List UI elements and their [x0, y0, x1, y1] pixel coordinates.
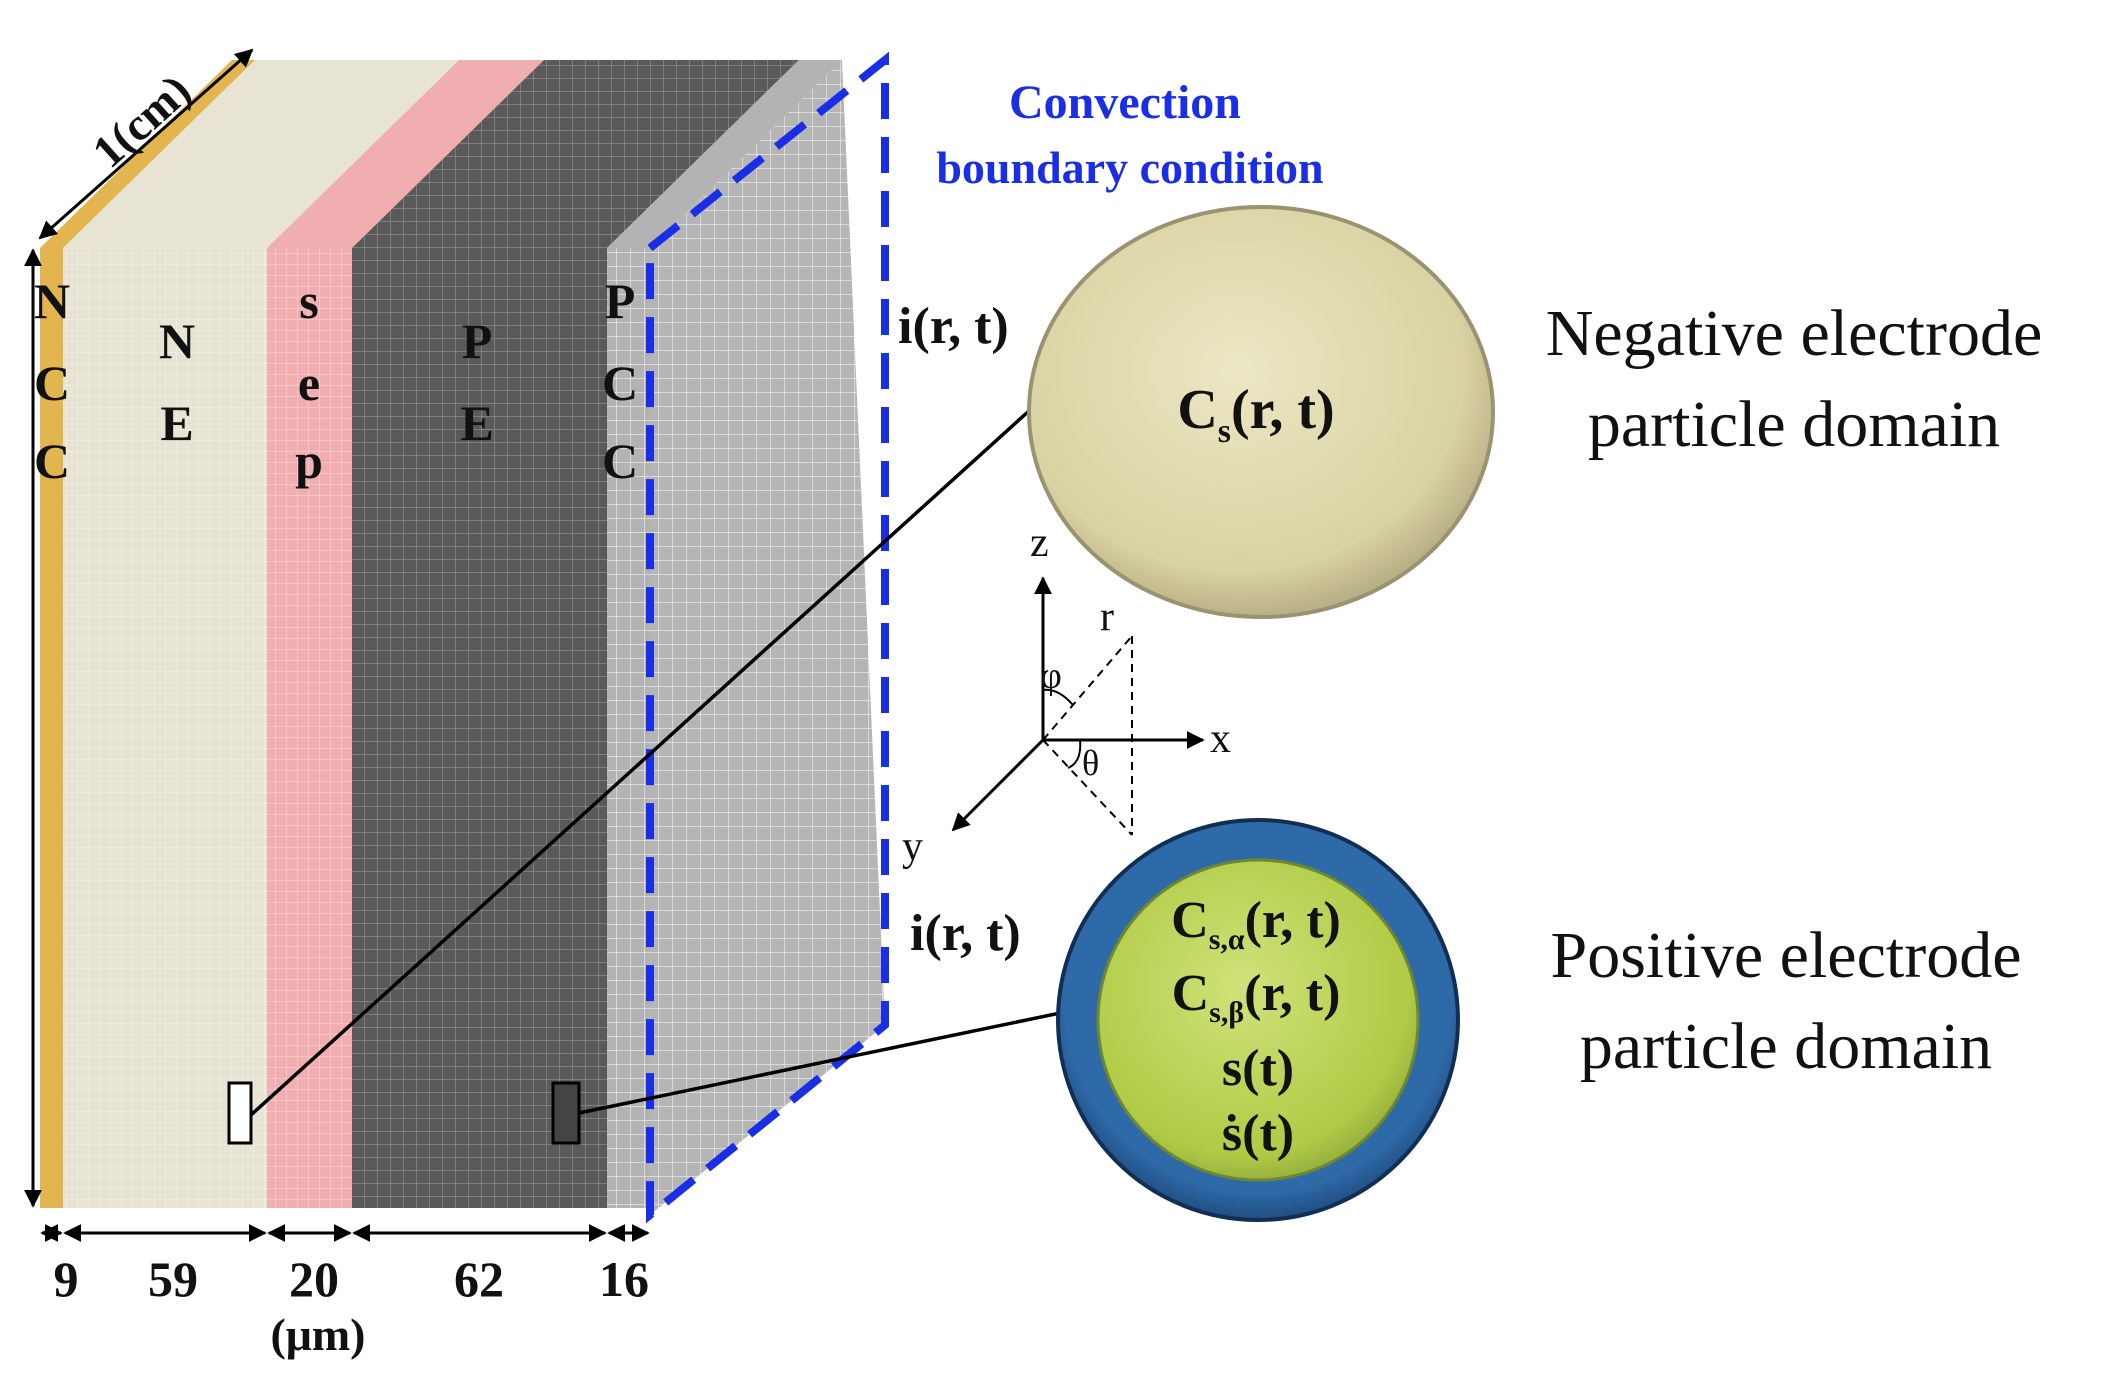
layer-pe-grid	[352, 248, 607, 1208]
thickness-sep: 20	[289, 1251, 339, 1307]
radius-projection-floor	[1042, 739, 1133, 836]
top-sep	[267, 60, 544, 248]
layer-sep-grid	[267, 248, 352, 1208]
c-alpha-main: C	[1171, 892, 1209, 949]
coordinate-system	[951, 576, 1205, 836]
axis-r-label: r	[1100, 594, 1114, 640]
thickness-unit: (μm)	[270, 1309, 365, 1360]
negative-particle	[1027, 205, 1495, 619]
label-sep-3: p	[295, 433, 323, 489]
layer-ncc	[40, 248, 63, 1208]
ne-connector-line	[249, 408, 1032, 1117]
negative-particle-title-line1: Negative electrode	[1546, 297, 2043, 370]
negative-particle-formula: Cs(r, t)	[1177, 379, 1334, 450]
label-pe-1: P	[462, 313, 493, 369]
thickness-pe: 62	[454, 1251, 504, 1307]
negative-formula-main: C	[1177, 379, 1217, 441]
positive-particle-title-line1: Positive electrode	[1550, 919, 2021, 992]
phi-arc	[1042, 688, 1074, 706]
flux-label-negative: i(r, t)	[898, 298, 1009, 355]
depth-arrow	[38, 48, 254, 240]
convection-label-line1: Convection	[1009, 76, 1241, 129]
label-pe-2: E	[460, 395, 493, 451]
c-beta-rest: (r, t)	[1244, 965, 1340, 1022]
thickness-ne: 59	[148, 1251, 198, 1307]
positive-s-dot-t: ṡ(t)	[1222, 1105, 1294, 1162]
label-pcc-1: P	[605, 273, 636, 329]
positive-particle-core	[1096, 858, 1420, 1182]
axis-theta-label: θ	[1082, 743, 1099, 783]
cell-side-face	[650, 60, 885, 1215]
layer-pcc-grid	[607, 248, 650, 1208]
pe-sample-box	[551, 1081, 581, 1145]
axis-z-label: z	[1030, 520, 1049, 566]
label-sep-1: s	[299, 273, 318, 329]
axis-y	[951, 738, 1045, 832]
cell-top-face	[40, 60, 842, 248]
c-beta-sub: s,β	[1209, 996, 1244, 1029]
convection-boundary	[646, 51, 889, 1224]
label-ne-2: E	[160, 395, 193, 451]
radius-vector	[1042, 635, 1133, 741]
cell-front-face	[40, 248, 650, 1208]
top-pe-grid	[352, 60, 799, 248]
thickness-pcc: 16	[599, 1251, 649, 1307]
positive-c-alpha: Cs,α(r, t)	[1171, 892, 1341, 956]
negative-formula-rest: (r, t)	[1231, 379, 1335, 441]
c-alpha-rest: (r, t)	[1245, 892, 1341, 949]
c-beta-main: C	[1172, 965, 1210, 1022]
ne-sample-box	[227, 1081, 253, 1145]
label-pcc-3: C	[602, 433, 638, 489]
axis-y-label: y	[902, 824, 923, 870]
theta-arc	[1067, 739, 1082, 769]
negative-particle-title-line2: particle domain	[1588, 388, 2000, 461]
c-alpha-sub: s,α	[1209, 923, 1245, 956]
axis-phi-label: φ	[1040, 655, 1062, 697]
flux-label-positive: i(r, t)	[910, 905, 1021, 962]
convection-label-line2: boundary condition	[936, 142, 1323, 193]
negative-formula-sub: s	[1218, 413, 1231, 450]
label-ncc-2: C	[34, 355, 70, 411]
axis-x-label: x	[1210, 716, 1231, 762]
thickness-ncc: 9	[54, 1251, 79, 1307]
label-ncc-1: N	[34, 273, 70, 329]
label-ne-1: N	[159, 313, 195, 369]
positive-particle-title-line2: particle domain	[1580, 1010, 1992, 1083]
label-pcc-2: C	[602, 355, 638, 411]
layer-ne-grid	[63, 248, 267, 1208]
label-sep-2: e	[298, 355, 320, 411]
positive-c-beta: Cs,β(r, t)	[1172, 965, 1341, 1029]
positive-s-t: s(t)	[1222, 1040, 1294, 1097]
top-pcc	[607, 60, 842, 248]
label-ncc-3: C	[34, 433, 70, 489]
pe-connector-line	[578, 1010, 1066, 1115]
side-face-grid	[650, 60, 885, 1215]
